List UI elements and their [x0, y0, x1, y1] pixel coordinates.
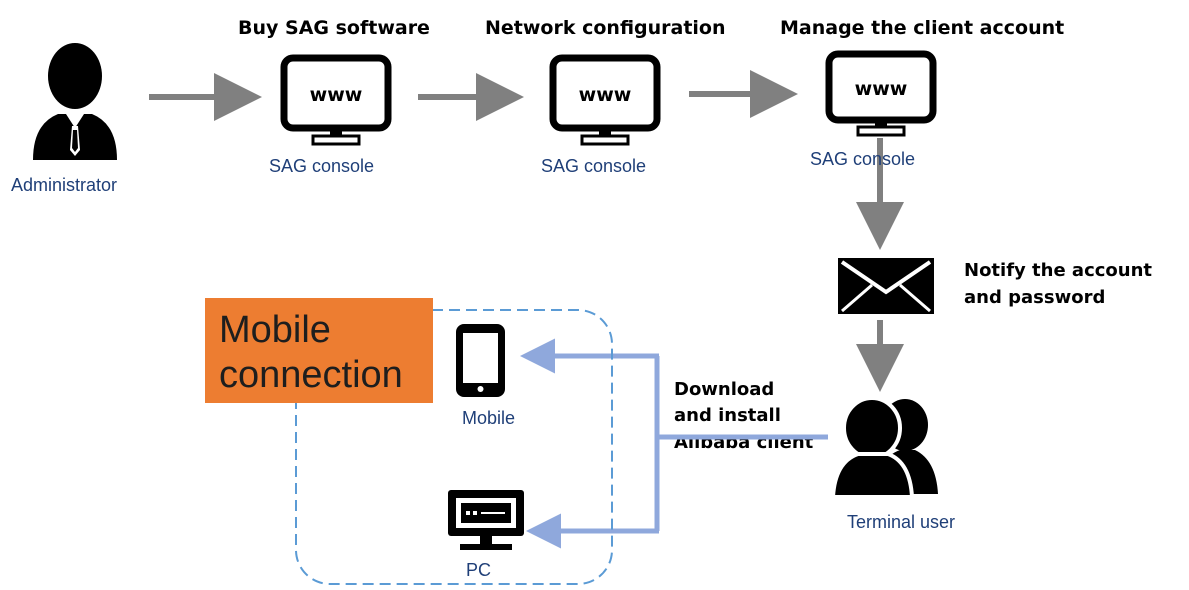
- mobile-connection-title-box: Mobile connection: [205, 298, 433, 403]
- step-2-title: Network configuration: [485, 17, 726, 39]
- www-text: www: [579, 84, 632, 106]
- mobile-label: Mobile: [462, 408, 515, 428]
- mobile-device: Mobile: [456, 324, 515, 428]
- pc-device: PC: [448, 490, 524, 580]
- terminal-user-node: Terminal user: [830, 396, 955, 532]
- sag-console-2: www SAG console: [541, 54, 661, 176]
- mobile-connection-title-line-2: connection: [219, 354, 403, 396]
- mail-icon: [838, 258, 934, 314]
- download-text-line-1: Download: [674, 379, 774, 400]
- terminal-user-label: Terminal user: [847, 512, 955, 532]
- notify-text-line-2: and password: [964, 287, 1105, 308]
- users-icon: [830, 396, 938, 499]
- monitor-icon: www: [280, 54, 392, 146]
- sag-console-1: www SAG console: [269, 54, 392, 176]
- monitor-icon: www: [549, 54, 661, 146]
- step-3-title: Manage the client account: [780, 17, 1064, 39]
- sag-console-label-1: SAG console: [269, 156, 374, 176]
- phone-icon: [456, 324, 505, 397]
- download-text-line-2: and install: [674, 405, 781, 426]
- notify-text-line-1: Notify the account: [964, 260, 1152, 281]
- administrator-icon: [33, 43, 117, 160]
- mobile-connection-title-line-1: Mobile: [219, 309, 331, 351]
- pc-label: PC: [466, 560, 491, 580]
- sag-console-3: www: [825, 50, 937, 137]
- administrator-node: Administrator: [11, 43, 117, 195]
- step-1-title: Buy SAG software: [238, 17, 430, 39]
- www-text: www: [855, 78, 908, 100]
- www-text: www: [310, 84, 363, 106]
- administrator-label: Administrator: [11, 175, 117, 195]
- mobile-connection-group: [295, 309, 613, 585]
- monitor-icon: www: [825, 50, 937, 137]
- sag-console-label-2: SAG console: [541, 156, 646, 176]
- pc-monitor-icon: [448, 490, 524, 550]
- sag-console-label-3: SAG console: [810, 149, 915, 169]
- blue-connector: [654, 356, 828, 531]
